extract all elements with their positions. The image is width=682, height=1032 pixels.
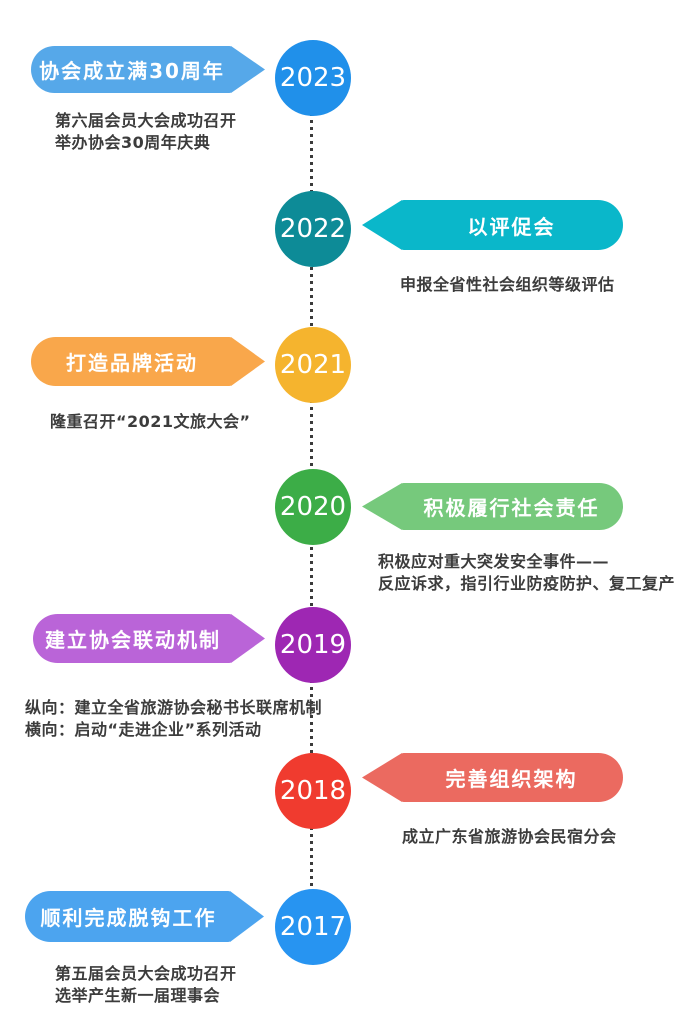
banner-arrow-2018 xyxy=(362,753,402,802)
banner-2022: 以评促会 xyxy=(362,200,623,250)
banner-arrow-2019 xyxy=(231,614,265,663)
banner-body-2018: 完善组织架构 xyxy=(400,753,623,802)
description-line: 反应诉求，指引行业防疫防护、复工复产 xyxy=(378,574,676,593)
banner-arrow-2023 xyxy=(231,46,265,93)
year-circle-2020: 2020 xyxy=(275,469,351,545)
banner-2019: 建立协会联动机制 xyxy=(33,614,265,663)
description-2019: 纵向：建立全省旅游协会秘书长联席机制 横向：启动“走进企业”系列活动 xyxy=(25,697,322,741)
description-line: 举办协会30周年庆典 xyxy=(55,133,211,152)
description-line: 第五届会员大会成功召开 xyxy=(55,964,237,983)
year-label-2018: 2018 xyxy=(279,776,347,806)
description-line: 积极应对重大突发安全事件—— xyxy=(378,552,610,571)
banner-body-2021: 打造品牌活动 xyxy=(31,337,233,386)
banner-body-2022: 以评促会 xyxy=(400,200,623,250)
banner-arrow-2017 xyxy=(230,891,264,942)
banner-arrow-2020 xyxy=(362,483,402,530)
banner-arrow-2021 xyxy=(231,337,265,386)
description-2018: 成立广东省旅游协会民宿分会 xyxy=(402,826,617,848)
year-circle-2021: 2021 xyxy=(275,327,351,403)
description-line: 第六届会员大会成功召开 xyxy=(55,111,237,130)
year-circle-2019: 2019 xyxy=(275,607,351,683)
description-2017: 第五届会员大会成功召开 选举产生新一届理事会 xyxy=(55,963,237,1007)
banner-label-2018: 完善组织架构 xyxy=(445,767,578,791)
description-line: 成立广东省旅游协会民宿分会 xyxy=(402,827,617,846)
description-2023: 第六届会员大会成功召开 举办协会30周年庆典 xyxy=(55,110,237,154)
year-circle-2018: 2018 xyxy=(275,753,351,829)
banner-2023: 协会成立满30周年 xyxy=(31,46,265,93)
banner-body-2019: 建立协会联动机制 xyxy=(33,614,233,663)
year-label-2022: 2022 xyxy=(279,214,347,244)
year-label-2020: 2020 xyxy=(279,492,347,522)
banner-2021: 打造品牌活动 xyxy=(31,337,265,386)
description-line: 纵向：建立全省旅游协会秘书长联席机制 xyxy=(25,698,323,717)
year-circle-2017: 2017 xyxy=(275,889,351,965)
description-line: 横向：启动“走进企业”系列活动 xyxy=(25,720,262,739)
banner-label-2021: 打造品牌活动 xyxy=(66,351,198,375)
banner-body-2017: 顺利完成脱钩工作 xyxy=(25,891,232,942)
banner-2018: 完善组织架构 xyxy=(362,753,623,802)
year-label-2017: 2017 xyxy=(279,912,347,942)
banner-body-2023: 协会成立满30周年 xyxy=(31,46,233,93)
year-circle-2022: 2022 xyxy=(275,191,351,267)
year-label-2019: 2019 xyxy=(279,630,347,660)
banner-label-2020: 积极履行社会责任 xyxy=(423,496,600,520)
year-circle-2023: 2023 xyxy=(275,40,351,116)
banner-arrow-2022 xyxy=(362,200,402,250)
banner-2017: 顺利完成脱钩工作 xyxy=(25,891,264,942)
description-2020: 积极应对重大突发安全事件—— 反应诉求，指引行业防疫防护、复工复产 xyxy=(378,551,675,595)
description-line: 选举产生新一届理事会 xyxy=(55,986,221,1005)
banner-label-2023: 协会成立满30周年 xyxy=(39,59,225,83)
description-2021: 隆重召开“2021文旅大会” xyxy=(50,411,251,433)
banner-2020: 积极履行社会责任 xyxy=(362,483,623,530)
banner-label-2017: 顺利完成脱钩工作 xyxy=(40,906,217,930)
banner-label-2022: 以评促会 xyxy=(467,214,556,239)
year-label-2021: 2021 xyxy=(279,350,347,380)
year-label-2023: 2023 xyxy=(279,63,347,93)
banner-label-2019: 建立协会联动机制 xyxy=(45,628,221,652)
description-line: 申报全省性社会组织等级评估 xyxy=(400,275,615,294)
banner-body-2020: 积极履行社会责任 xyxy=(400,483,623,530)
description-line: 隆重召开“2021文旅大会” xyxy=(50,412,251,431)
description-2022: 申报全省性社会组织等级评估 xyxy=(400,274,615,296)
